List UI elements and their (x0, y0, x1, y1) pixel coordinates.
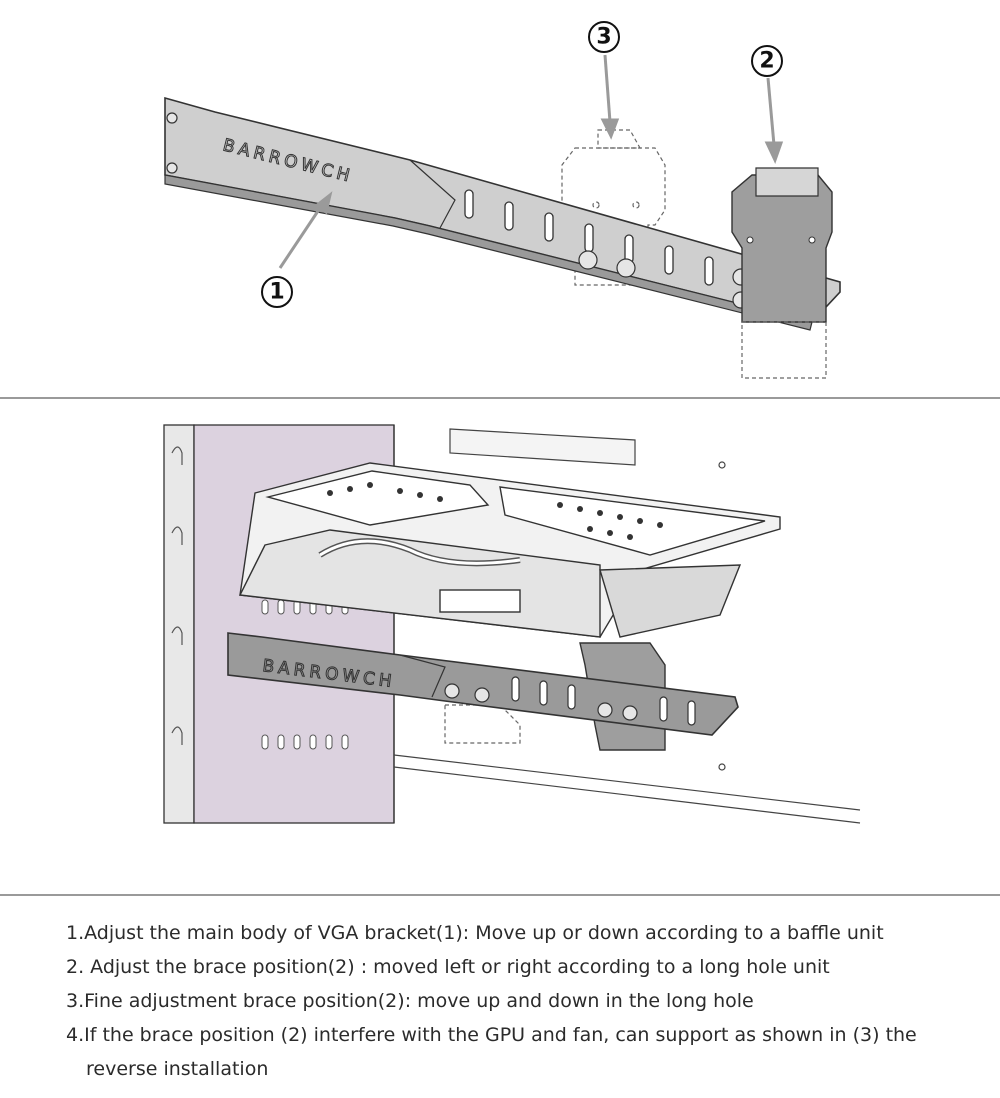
bracket-exploded-diagram: BARROWCH 1 3 2 (0, 0, 1000, 395)
instruction-step-4: 4.If the brace position (2) interfere wi… (66, 1024, 917, 1046)
graphics-card (238, 462, 781, 638)
installed-bracket-screws (444, 683, 638, 721)
installed-svg: BARROWCH (163, 424, 861, 824)
callout-arrows (278, 54, 784, 269)
installed-bracket-slots (511, 676, 696, 726)
brace-part (731, 167, 833, 379)
svg-text:2: 2 (759, 49, 774, 74)
callout-3: 3 (588, 21, 620, 53)
bracket-installed: BARROWCH (227, 632, 739, 736)
bracket-installed-diagram: BARROWCH (0, 405, 1000, 895)
section-divider-lower (0, 894, 1000, 896)
instruction-step-1: 1.Adjust the main body of VGA bracket(1)… (66, 922, 884, 944)
callout-1: 1 (261, 276, 293, 308)
bracket-exploded-svg: BARROWCH 1 3 2 (164, 21, 841, 379)
instruction-step-2: 2. Adjust the brace position(2) : moved … (66, 956, 830, 978)
callout-2: 2 (751, 45, 783, 77)
bracket-slots (464, 189, 714, 286)
instruction-step-4-continued: reverse installation (86, 1058, 269, 1080)
instruction-step-3: 3.Fine adjustment brace position(2): mov… (66, 990, 754, 1012)
section-divider (0, 397, 1000, 399)
instructions-list: 1.Adjust the main body of VGA bracket(1)… (0, 912, 1000, 1098)
motherboard-lines (393, 428, 861, 824)
card-vent-holes (327, 482, 663, 540)
svg-text:3: 3 (596, 25, 611, 50)
svg-text:1: 1 (269, 280, 284, 305)
